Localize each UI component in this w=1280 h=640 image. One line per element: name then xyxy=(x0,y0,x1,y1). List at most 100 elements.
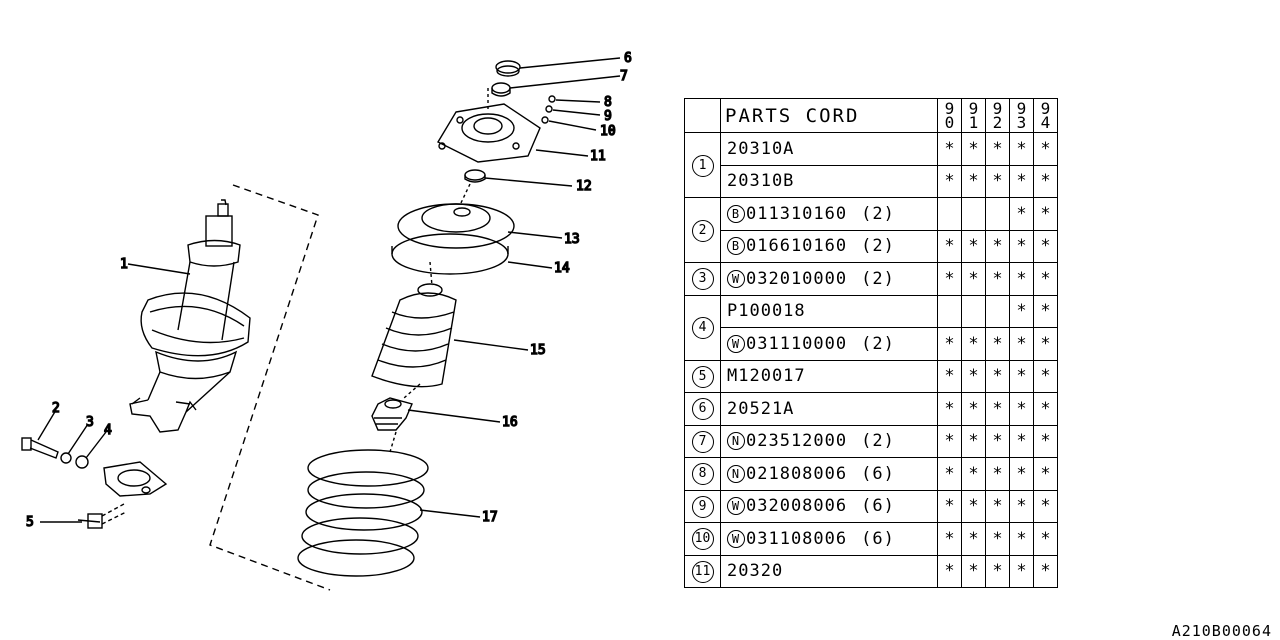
part-prefix: W xyxy=(727,269,745,288)
year-availability-cell: * xyxy=(937,327,962,361)
year-availability-cell: * xyxy=(937,457,962,491)
year-availability-cell: * xyxy=(985,262,1010,296)
availability-mark: * xyxy=(992,236,1003,257)
part-quantity: (2) xyxy=(861,203,895,224)
ref-number: 2 xyxy=(691,219,714,242)
year-availability-cell: * xyxy=(985,327,1010,361)
year-availability-cell: * xyxy=(1033,197,1058,231)
nut-7 xyxy=(491,82,511,97)
part-quantity: (6) xyxy=(861,496,895,517)
availability-mark: * xyxy=(944,171,955,192)
availability-mark: * xyxy=(992,171,1003,192)
part-quantity: (2) xyxy=(861,268,895,289)
year-availability-cell: * xyxy=(1009,359,1034,393)
year-availability-cell xyxy=(985,294,1010,328)
availability-mark: * xyxy=(1040,463,1051,484)
year-availability-cell: * xyxy=(961,392,986,426)
year-availability-cell: * xyxy=(1009,229,1034,263)
year-availability-cell: * xyxy=(985,489,1010,523)
year-availability-cell: * xyxy=(937,554,962,588)
availability-mark: * xyxy=(1040,301,1051,322)
availability-mark: * xyxy=(992,138,1003,159)
availability-mark: * xyxy=(1016,171,1027,192)
availability-mark: * xyxy=(968,496,979,517)
availability-mark: * xyxy=(968,528,979,549)
callout-9: 9 xyxy=(604,109,612,124)
year-availability-cell xyxy=(937,294,962,328)
ref-number: 3 xyxy=(691,268,714,291)
year-availability-cell xyxy=(961,197,986,231)
callout-12: 12 xyxy=(576,179,592,194)
year-availability-cell: * xyxy=(961,489,986,523)
ref-number-cell: 8 xyxy=(684,457,721,491)
availability-mark: * xyxy=(992,268,1003,289)
part-code-cell: 20310B xyxy=(720,164,938,198)
callout-11: 11 xyxy=(590,149,606,164)
bracket-plate xyxy=(103,461,168,497)
year-availability-cell: * xyxy=(1033,424,1058,458)
year-availability-cell: * xyxy=(1033,327,1058,361)
year-availability-cell: * xyxy=(937,229,962,263)
ref-number-cell: 1 xyxy=(684,132,721,198)
year-availability-cell: * xyxy=(1033,522,1058,556)
year-availability-cell: * xyxy=(985,392,1010,426)
part-code: 032008006 xyxy=(746,496,848,517)
bolt-5 xyxy=(77,503,127,529)
strut-exploded-diagram: 1 2 3 4 5 6 7 8 9 10 11 12 13 14 15 16 1… xyxy=(21,50,633,591)
availability-mark: * xyxy=(944,528,955,549)
part-code: 20320 xyxy=(727,561,784,582)
table-row: 20310B***** xyxy=(685,164,1058,198)
availability-mark: * xyxy=(1040,138,1051,159)
year-availability-cell: * xyxy=(985,164,1010,198)
year-availability-cell xyxy=(961,294,986,328)
year-availability-cell: * xyxy=(1009,522,1034,556)
year-availability-cell: * xyxy=(937,392,962,426)
year-availability-cell: * xyxy=(1009,392,1034,426)
year-availability-cell: * xyxy=(961,554,986,588)
year-availability-cell: * xyxy=(1009,164,1034,198)
boot-15 xyxy=(371,283,457,388)
part-prefix: N xyxy=(727,464,745,483)
spring-seat-13 xyxy=(397,203,515,249)
availability-mark: * xyxy=(944,138,955,159)
availability-mark: * xyxy=(1016,301,1027,322)
availability-mark: * xyxy=(1040,366,1051,387)
availability-mark: * xyxy=(944,268,955,289)
availability-mark: * xyxy=(968,268,979,289)
callout-10: 10 xyxy=(600,124,616,139)
year-availability-cell: * xyxy=(961,522,986,556)
callout-labels: 1 2 3 4 5 6 7 8 9 10 11 12 13 14 15 16 1… xyxy=(25,50,632,530)
part-prefix: B xyxy=(727,204,745,223)
availability-mark: * xyxy=(1040,561,1051,582)
availability-mark: * xyxy=(968,171,979,192)
year-availability-cell: * xyxy=(1033,229,1058,263)
part-code: M120017 xyxy=(727,366,806,387)
year-availability-cell xyxy=(985,197,1010,231)
availability-mark: * xyxy=(992,431,1003,452)
part-code: P100018 xyxy=(727,301,806,322)
part-quantity: (6) xyxy=(861,528,895,549)
availability-mark: * xyxy=(944,463,955,484)
availability-mark: * xyxy=(944,398,955,419)
year-availability-cell: * xyxy=(1009,294,1034,328)
ref-number-cell: 4 xyxy=(684,294,721,361)
availability-mark: * xyxy=(944,431,955,452)
callout-16: 16 xyxy=(502,415,518,430)
year-availability-cell: * xyxy=(1009,132,1034,166)
availability-mark: * xyxy=(1016,398,1027,419)
center-axis-line xyxy=(389,183,471,453)
part-quantity: (6) xyxy=(861,463,895,484)
year-availability-cell: * xyxy=(985,522,1010,556)
availability-mark: * xyxy=(968,398,979,419)
ref-number-cell: 11 xyxy=(684,554,721,588)
